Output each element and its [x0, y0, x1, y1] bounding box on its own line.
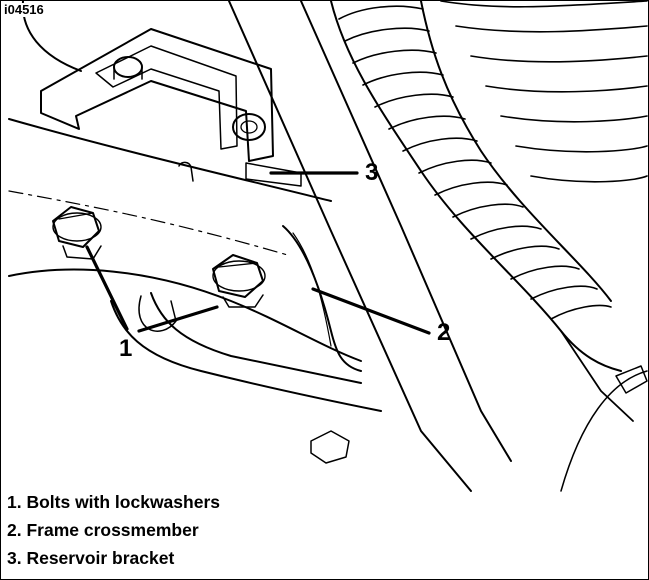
- legend-item-bolts: 1. Bolts with lockwashers: [7, 492, 220, 512]
- finned-component: [440, 1, 648, 183]
- reservoir-hose-wraps: [338, 5, 612, 320]
- leader-line-2: [311, 287, 431, 335]
- callout-3: 3: [365, 159, 379, 186]
- frame-crossmember-centerline: [8, 190, 292, 257]
- reservoir-bracket-tab: [245, 162, 302, 187]
- legend-item-reservoir-bracket: 3. Reservoir bracket: [7, 548, 175, 568]
- callout-1: 1: [119, 335, 133, 362]
- lower-bracket: [138, 295, 177, 332]
- small-pin: [178, 161, 194, 182]
- brake-line: [560, 330, 634, 422]
- bolt-right: [212, 254, 266, 308]
- lower-nut: [310, 430, 350, 464]
- frame-crossmember-top-edge: [8, 118, 332, 202]
- frame-crossmember-bottom-edge: [8, 268, 362, 362]
- leader-line-1a: [85, 245, 129, 331]
- brake-line-fitting: [615, 365, 648, 394]
- bolt-left: [52, 206, 102, 260]
- reservoir-bracket-socket-bolt: [232, 113, 266, 141]
- reservoir-bracket-outline: [40, 28, 274, 162]
- reservoir-bracket-socket-hex: [240, 120, 258, 134]
- leader-line-1b: [137, 305, 219, 333]
- callout-2: 2: [437, 319, 451, 346]
- reservoir-hose-right-edge: [420, 1, 612, 302]
- frame-tube-right-edge: [300, 1, 512, 462]
- reservoir-bracket-pin: [113, 56, 143, 78]
- frame-crossmember-side: [282, 225, 362, 372]
- reservoir-hose-left-edge: [330, 1, 622, 372]
- reservoir-bracket-slot: [95, 45, 238, 150]
- legend: 1. Bolts with lockwashers 2. Frame cross…: [7, 488, 427, 572]
- lower-right-arc: [560, 370, 648, 492]
- frame-tube-left-edge: [228, 1, 472, 492]
- reservoir-bracket-pin-body: [113, 66, 143, 80]
- frame-crossmember-inner-edge: [292, 232, 332, 347]
- frame-crossmember-lower-flange: [150, 292, 362, 384]
- figure-id-label: i04516: [4, 2, 46, 17]
- legend-item-crossmember: 2. Frame crossmember: [7, 520, 199, 540]
